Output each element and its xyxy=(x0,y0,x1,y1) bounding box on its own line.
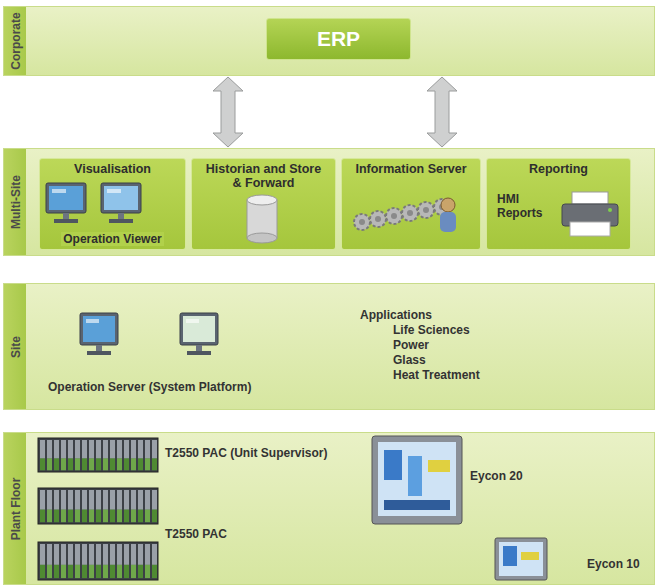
device-label: Glass xyxy=(393,353,426,367)
strip-label-holder: Plant Floor xyxy=(6,477,24,540)
band-strip: Site xyxy=(4,284,26,409)
erp-box: ERP xyxy=(266,18,411,60)
level-name: Plant Floor xyxy=(9,477,23,540)
device-label: Power xyxy=(393,338,429,352)
level-name: Site xyxy=(9,335,23,357)
level-name: Corporate xyxy=(9,12,23,69)
box-title: Visualisation xyxy=(74,162,151,176)
label-holder: Life Sciences xyxy=(393,320,470,338)
label-holder: Glass xyxy=(393,350,426,368)
label-holder: Power xyxy=(393,335,429,353)
device-label: Heat Treatment xyxy=(393,368,480,382)
label-holder: Heat Treatment xyxy=(393,365,480,383)
system-box: Information Server xyxy=(341,158,481,250)
box-caption: Operation Viewer xyxy=(61,232,163,246)
strip-label-holder: Site xyxy=(6,335,24,357)
device-label: T2550 PAC xyxy=(165,527,227,541)
device-label: Life Sciences xyxy=(393,323,470,337)
strip-label-holder: Corporate xyxy=(6,12,24,69)
label-holder: Eycon 20 xyxy=(470,466,523,484)
strip-label-holder: Multi-Site xyxy=(6,175,24,229)
device-label: T2550 PAC (Unit Supervisor) xyxy=(165,446,327,460)
system-name: ERP xyxy=(317,27,360,51)
box-title: Reporting xyxy=(529,162,588,176)
label-holder: T2550 PAC xyxy=(165,524,227,542)
level-band: Corporate ERP xyxy=(3,6,655,76)
box-caption: HMI Reports xyxy=(495,192,561,220)
block-arrow xyxy=(427,77,457,147)
band-strip: Corporate xyxy=(4,7,26,75)
band-strip: Plant Floor xyxy=(4,433,26,584)
device-label: Eycon 20 xyxy=(470,469,523,483)
label-holder: Applications xyxy=(360,305,432,323)
band-strip: Multi-Site xyxy=(4,149,26,255)
list-heading: Applications xyxy=(360,308,432,322)
box-title: Information Server xyxy=(355,162,466,176)
level-name: Multi-Site xyxy=(9,175,23,229)
label-holder: Operation Server (System Platform) xyxy=(48,377,251,395)
label-holder: T2550 PAC (Unit Supervisor) xyxy=(165,443,327,461)
label-holder: Eycon 10 xyxy=(587,554,640,572)
block-arrow xyxy=(213,77,243,147)
box-title: Historian and Store & Forward xyxy=(205,162,323,190)
device-label: Eycon 10 xyxy=(587,557,640,571)
device-label: Operation Server (System Platform) xyxy=(48,380,251,394)
